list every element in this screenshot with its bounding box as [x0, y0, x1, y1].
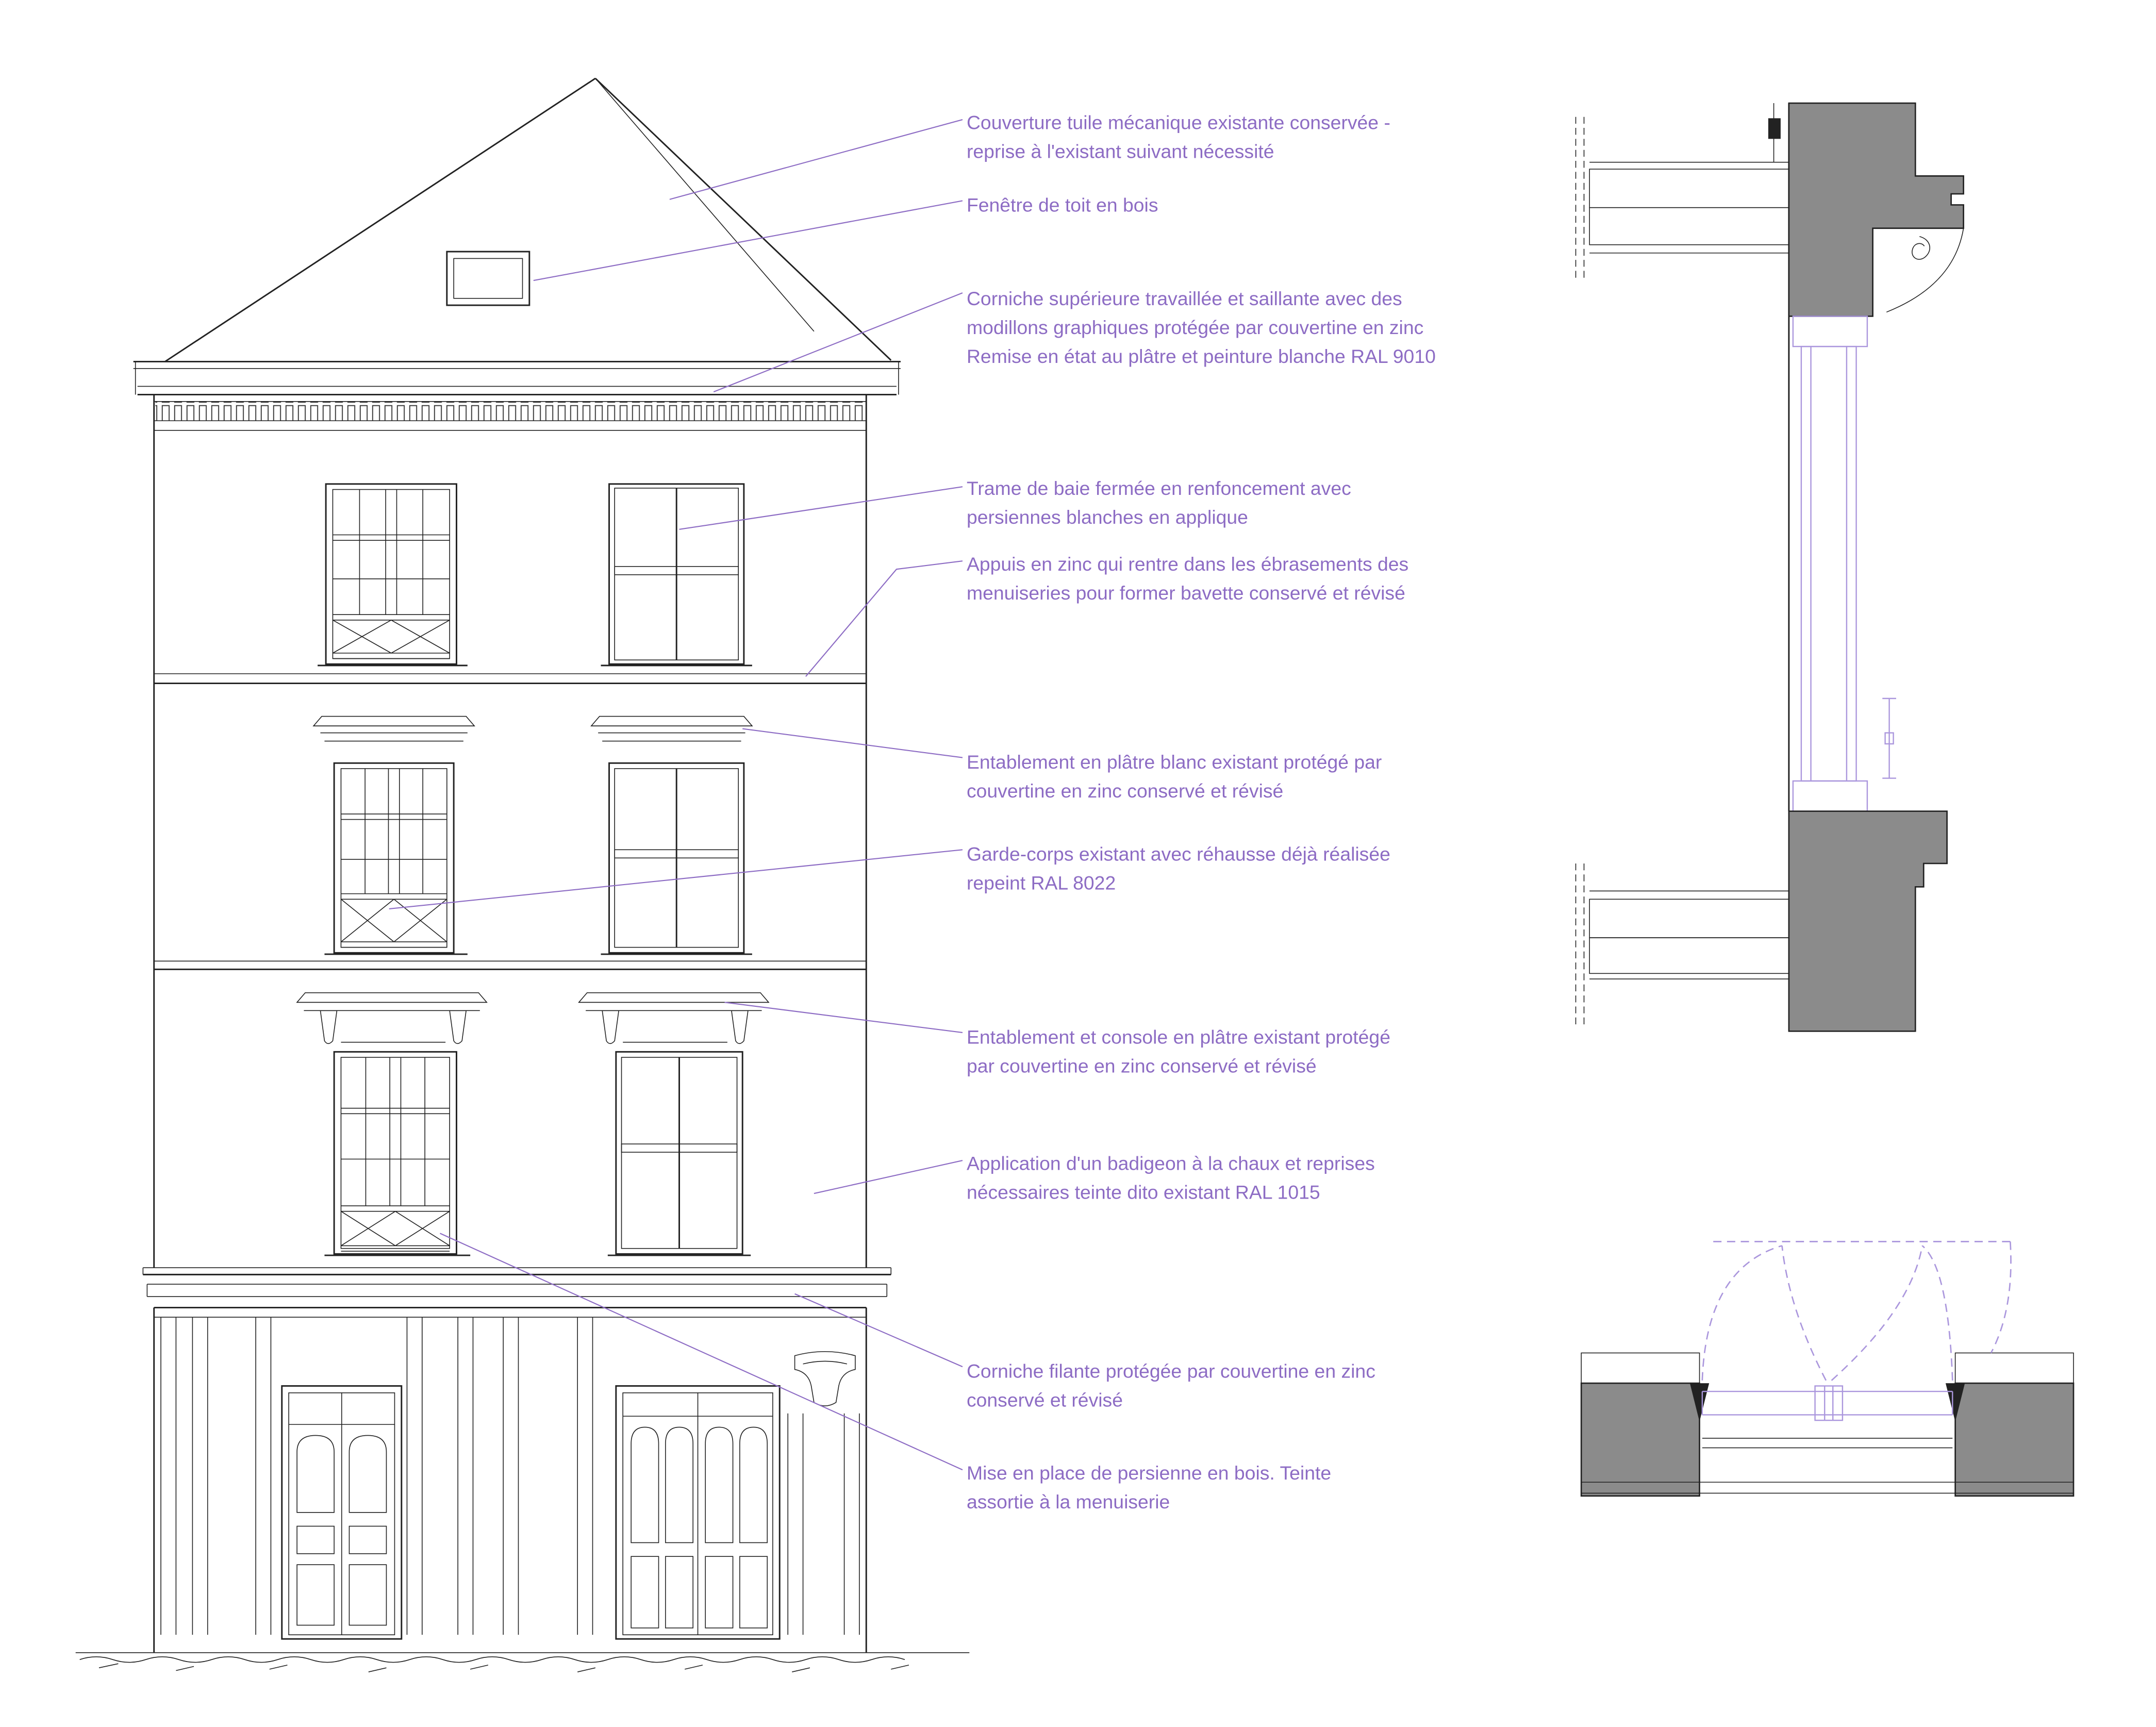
leader-guardrail [389, 849, 963, 910]
console-left [320, 1010, 338, 1044]
floor-band-upper [154, 673, 867, 685]
leader-wood-shutters [440, 1233, 963, 1471]
annotation-entablature-plaster: Entablement en plâtre blanc existant pro… [966, 751, 1382, 802]
window-3f-left [318, 483, 468, 667]
upper-slab [1589, 161, 1789, 254]
wall-right [1954, 1382, 2075, 1497]
annotation-guardrail: Garde-corps existant avec réhausse déjà … [966, 842, 1390, 894]
wall-section-detail [1575, 102, 1964, 1032]
dentil-band [155, 401, 865, 421]
annotation-bay-frame: Trame de baie fermée en renfoncement ave… [966, 477, 1351, 528]
shutter-swing-arcs [1701, 1241, 2012, 1381]
entablature-2f-left [312, 716, 475, 742]
entablature-2f-right [590, 716, 753, 742]
shop-door-right [615, 1385, 781, 1640]
window-2f-left [324, 762, 468, 955]
guardrail-1f [341, 1205, 450, 1252]
annotation-roof-window: Fenêtre de toit en bois [966, 194, 1158, 216]
upper-masonry-cornice [1788, 102, 1964, 317]
dimension-mark [1882, 698, 1896, 779]
annotation-wood-shutters: Mise en place de persienne en bois. Tein… [966, 1462, 1332, 1513]
sign-bracket [794, 1351, 856, 1406]
guardrail-3f [333, 614, 450, 659]
leader-upper-cornice [713, 292, 963, 393]
lower-masonry [1788, 810, 1948, 1032]
floor-band-lower [154, 960, 867, 970]
window-1f-right-shutters [607, 1051, 751, 1256]
leader-bay-frame [679, 486, 963, 530]
entablature-1f-right [578, 992, 770, 1044]
leader-limewash [814, 1159, 963, 1194]
facade-outline [153, 394, 867, 1653]
shopfront-pilasters [160, 1317, 860, 1635]
leader-entablature-plaster [742, 728, 963, 758]
shopfront [154, 1317, 867, 1640]
wall-left [1580, 1382, 1700, 1497]
annotation-limewash: Application d'un badigeon à la chaux et … [966, 1152, 1375, 1203]
window-section [1792, 315, 1896, 812]
annotation-roof-covering: Couverture tuile mécanique existante con… [966, 111, 1390, 162]
annotation-string-cornice: Corniche filante protégée par couvertine… [966, 1359, 1375, 1411]
shop-door-left [281, 1385, 403, 1640]
window-2f-right-shutters [601, 762, 752, 955]
window-frame-plan [1701, 1385, 1953, 1421]
building-elevation [75, 77, 970, 1672]
window-3f-right-shutters [601, 483, 752, 667]
annotation-entablature-console: Entablement et console en plâtre existan… [966, 1025, 1390, 1077]
guardrail-2f [340, 893, 447, 948]
leader-lines [389, 119, 963, 1471]
annotation-zinc-sills: Appuis en zinc qui rentre dans les ébras… [966, 553, 1409, 604]
ground-line [75, 1652, 970, 1672]
lower-slab [1589, 890, 1789, 979]
leader-string-cornice [794, 1293, 963, 1368]
leader-zinc-sills [805, 560, 963, 677]
plan-section-detail [1580, 1241, 2075, 1497]
roof [164, 77, 892, 362]
fixing-clip [1768, 118, 1781, 139]
window-1f-left [324, 1051, 471, 1256]
roof-window [446, 251, 530, 306]
entablature-1f-left [296, 992, 488, 1044]
leader-roof-covering [669, 119, 963, 200]
console-right [449, 1010, 467, 1044]
annotation-upper-cornice: Corniche supérieure travaillée et sailla… [966, 287, 1436, 368]
shopfront-cornice [142, 1267, 892, 1308]
leader-entablature-console [724, 1002, 963, 1034]
upper-cornice [133, 360, 901, 431]
scroll-modillon [1912, 236, 1930, 260]
leader-roof-window [533, 200, 963, 281]
